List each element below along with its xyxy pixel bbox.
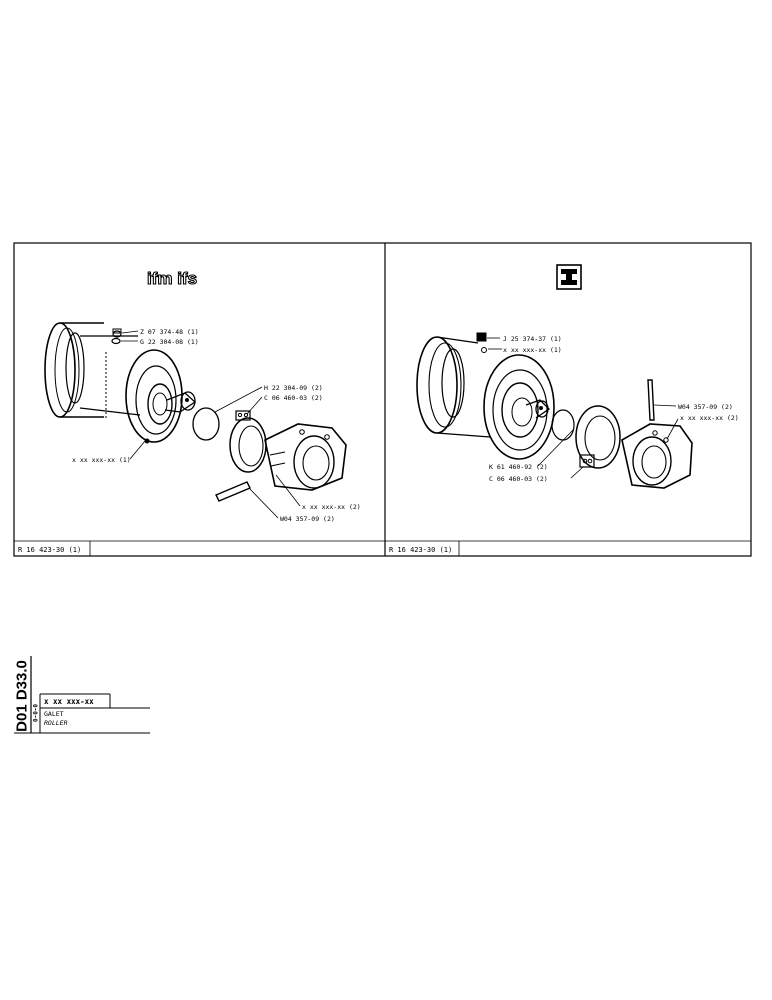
right-callouts: J 25 374-37 (1) x xx xxx-xx (1) W04 357-… [389,335,739,554]
callout-j-part: J 25 374-37 (1) [503,335,562,343]
callout-x-roller-right: x xx xxx-xx (1) [503,346,562,354]
callout-c-part: C 06 460-03 (2) [264,394,323,402]
left-o-ring [192,407,220,441]
right-o-ring [551,409,575,441]
right-bracket [621,423,693,489]
left-header-logo: ifm ifs [146,268,197,288]
part-name-english: ROLLER [44,719,68,727]
right-small-fittings [476,332,693,489]
right-clamp [579,454,595,468]
callout-x-roller: x xx xxx-xx (1) [72,456,131,464]
sub-code: 0-0-0 [32,703,39,723]
left-bracket [264,423,347,491]
left-pin [215,481,251,502]
part-code: x xx xxx-xx [44,697,94,706]
left-leader-lines [121,330,301,519]
left-callouts: Z 07 374-48 (1) G 22 304-08 (1) H 22 304… [18,328,361,554]
right-leader-lines [487,337,679,479]
title-block-frame [14,656,150,734]
left-reference-number: R 16 423-30 (1) [18,546,81,554]
svg-text:ifm ifs: ifm ifs [147,269,197,288]
callout-c-part-right: C 06 460-03 (2) [489,475,548,483]
diagram-frame [13,242,752,557]
left-small-fittings [111,328,347,502]
callout-w-part: W04 357-09 (2) [280,515,335,523]
part-name-french: GALET [44,710,64,718]
callout-x-bracket-right: x xx xxx-xx (2) [680,414,739,422]
right-header-logo: E [556,264,582,290]
right-roller-assembly [416,336,621,469]
section-code: D01 D33.0 [13,660,31,732]
right-pin [647,379,655,421]
left-roller-assembly [44,322,197,444]
callout-w-part-right: W04 357-09 (2) [678,403,733,411]
callout-k-part: K 61 460-92 (2) [489,463,548,471]
callout-h-part: H 22 304-09 (2) [264,384,323,392]
callout-g-part: G 22 304-08 (1) [140,338,199,346]
callout-z-part: Z 07 374-48 (1) [140,328,199,336]
right-reference-number: R 16 423-30 (1) [389,546,452,554]
right-split-ring [575,405,621,469]
callout-x-bracket: x xx xxx-xx (2) [302,503,361,511]
